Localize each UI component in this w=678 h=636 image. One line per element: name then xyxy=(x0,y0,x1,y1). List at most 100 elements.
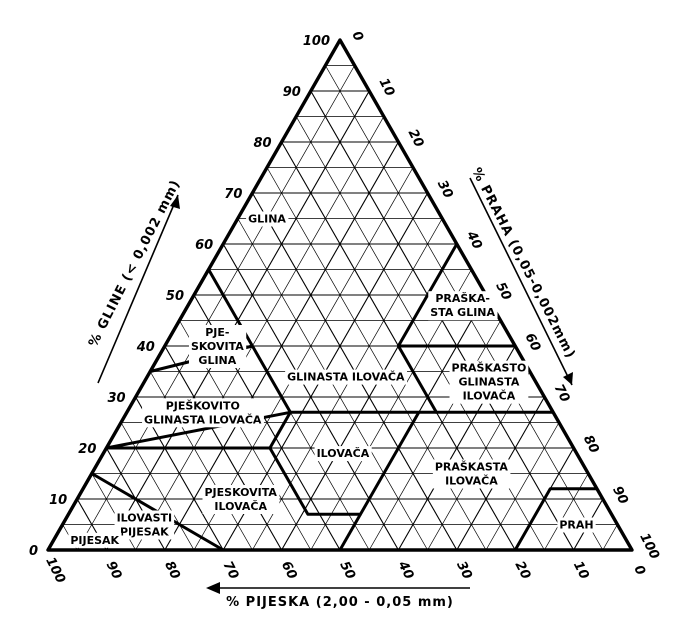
texture-class-label-bg xyxy=(285,369,408,385)
texture-class-label-bg xyxy=(188,325,247,368)
texture-class-label-bg xyxy=(428,291,498,321)
sand-tick-label: 100 xyxy=(42,555,68,586)
texture-class-label-bg xyxy=(68,532,122,548)
texture-class-label-bg xyxy=(432,459,511,489)
grid-line-sand xyxy=(266,167,487,551)
texture-class-label: PRAH xyxy=(559,519,593,532)
class-boundary xyxy=(338,513,362,551)
texture-class-label-line: GLINA xyxy=(248,213,286,226)
class-boundary xyxy=(396,243,554,414)
texture-class-label-line: ILOVAČA xyxy=(445,475,498,488)
texture-class-silty-clay: PRAŠKA-STA GLINA xyxy=(428,291,498,321)
sand-axis-arrow xyxy=(206,582,470,594)
clay-tick-label: 60 xyxy=(195,238,213,253)
texture-class-label-line: SKOVITA xyxy=(191,340,244,353)
silt-tick-label: 10 xyxy=(376,76,398,99)
silt-axis-title: % PRAHA (0,05-0,002mm) xyxy=(468,165,578,361)
sand-tick-label: 30 xyxy=(453,559,475,582)
texture-class-label-bg xyxy=(314,446,372,462)
sand-tick-label: 0 xyxy=(630,563,647,578)
texture-class-label: PRAŠKA-STA GLINA xyxy=(430,292,495,319)
texture-class-boundaries xyxy=(46,243,597,552)
texture-class-label-line: GLINASTA ILOVAČA xyxy=(144,413,262,426)
grid-line-silt xyxy=(544,473,589,551)
silt-tick-label: 20 xyxy=(405,127,427,150)
texture-class-label-line: ILOVAČA xyxy=(214,500,267,513)
sand-axis-title: % PIJESKA (2,00 - 0,05 mm) xyxy=(226,595,454,610)
silt-tick-label: 0 xyxy=(348,29,365,44)
texture-class-label-line: GLINASTA xyxy=(458,376,519,389)
silt-tick-label: 50 xyxy=(492,280,514,303)
silt-tick-label: 70 xyxy=(551,382,573,405)
class-boundary xyxy=(268,411,421,516)
sand-tick-label: 40 xyxy=(394,558,416,582)
clay-tick-label: 0 xyxy=(29,544,38,559)
silt-tick-label: 30 xyxy=(434,178,456,201)
texture-class-label-bg xyxy=(142,398,264,428)
texture-class-label-line: ILOVAČA xyxy=(463,390,516,403)
texture-class-loam: ILOVAČA xyxy=(314,446,372,462)
clay-tick-label: 10 xyxy=(49,493,67,508)
texture-class-label-bg xyxy=(246,211,289,227)
texture-class-label-line: PRAŠKASTA xyxy=(435,461,509,474)
clay-tick-label: 90 xyxy=(283,85,301,100)
grid-line-silt xyxy=(368,320,501,551)
texture-class-label-line: PIJESAK xyxy=(70,534,119,547)
texture-class-label-line: PJEŠKOVITO xyxy=(166,399,240,412)
texture-class-label: ILOVAČA xyxy=(317,447,370,460)
silt-tick-label: 60 xyxy=(522,331,544,354)
clay-tick-label: 20 xyxy=(78,442,96,457)
texture-class-clay: GLINA xyxy=(246,211,289,227)
clay-axis-arrow xyxy=(97,194,180,384)
clay-tick-label: 40 xyxy=(136,340,155,355)
texture-class-label: PIJESAK xyxy=(70,534,119,547)
grid-line-silt xyxy=(76,65,355,551)
grid-line-silt xyxy=(602,524,618,551)
silt-tick-label: 100 xyxy=(636,531,662,562)
clay-tick-label: 70 xyxy=(224,187,242,202)
texture-class-label-line: GLINA xyxy=(198,354,236,367)
silt-tick-label: 40 xyxy=(463,228,485,252)
texture-class-silt: PRAH xyxy=(557,517,596,533)
sand-tick-label: 80 xyxy=(161,559,183,582)
clay-tick-label: 80 xyxy=(254,136,272,151)
sand-tick-label: 90 xyxy=(103,559,125,582)
texture-class-clay-loam: GLINASTA ILOVAČA xyxy=(285,369,408,385)
texture-class-label-line: PRAŠKASTO xyxy=(452,362,527,375)
sand-tick-label: 60 xyxy=(278,559,300,582)
texture-class-label: GLINASTA ILOVAČA xyxy=(287,371,405,384)
clay-tick-label: 30 xyxy=(108,391,126,406)
grid-line-silt xyxy=(135,116,385,551)
texture-class-label-line: GLINASTA ILOVAČA xyxy=(287,371,405,384)
clay-tick-label: 50 xyxy=(166,289,184,304)
texture-class-label-line: ILOVAČA xyxy=(317,447,370,460)
grid-line-silt xyxy=(485,422,560,551)
silt-tick-label: 80 xyxy=(580,433,602,456)
texture-class-label: GLINA xyxy=(248,213,286,226)
texture-class-label-line: PRAH xyxy=(559,519,593,532)
sand-tick-label: 20 xyxy=(512,559,534,582)
texture-class-sand: PIJESAK xyxy=(68,532,122,548)
texture-class-label-line: ILOVASTI xyxy=(117,512,173,525)
texture-class-label-bg xyxy=(449,360,529,404)
sand-tick-label: 70 xyxy=(220,559,242,582)
texture-class-label-line: PJE- xyxy=(205,326,229,339)
texture-class-label-line: PJESKOVITA xyxy=(204,486,277,499)
texture-class-label-bg xyxy=(557,517,596,533)
silt-axis-arrow xyxy=(469,177,573,386)
texture-class-label-line: STA GLINA xyxy=(430,306,495,319)
